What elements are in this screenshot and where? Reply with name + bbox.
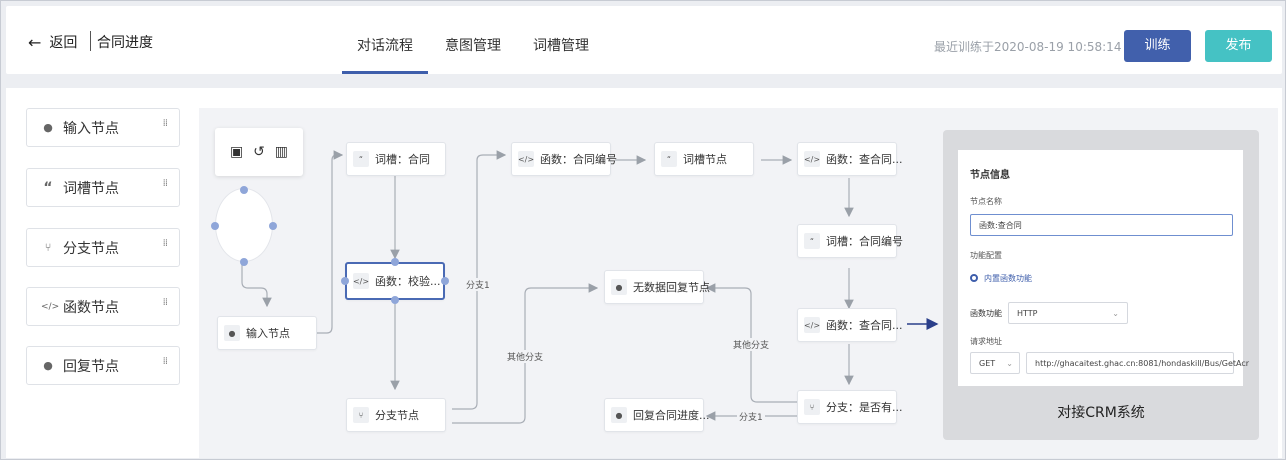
drag-handle-icon[interactable]: ⁞⁞ xyxy=(162,118,168,129)
tab-slot-management[interactable]: 词槽管理 xyxy=(533,38,589,54)
request-url-label: 请求地址 xyxy=(970,337,1002,346)
node-name-label: 节点名称 xyxy=(970,197,1002,206)
back-label: 返回 xyxy=(49,35,78,51)
chevron-down-icon: ⌄ xyxy=(1006,359,1013,368)
start-node[interactable] xyxy=(215,188,273,262)
palette-label: 回复节点 xyxy=(63,358,119,375)
connector-handle[interactable] xyxy=(240,258,248,266)
builtin-option-label: 内置函数功能 xyxy=(984,274,1032,283)
flow-node-func-query-1[interactable]: </> 函数：查合同... xyxy=(797,142,903,176)
undo-icon[interactable]: ↺ xyxy=(253,144,265,160)
builtin-radio[interactable] xyxy=(970,274,978,282)
chat-icon: ● xyxy=(611,407,627,423)
last-trained-text: 最近训练于2020-08-19 10:58:14 xyxy=(934,40,1122,54)
flow-node-reply-progress[interactable]: ● 回复合同进度... xyxy=(604,398,710,432)
request-url-input[interactable]: http://ghacaitest.ghac.cn:8081/hondaskil… xyxy=(1026,352,1249,374)
tab-dialog-flow[interactable]: 对话流程 xyxy=(342,6,428,74)
flow-node-input[interactable]: ● 输入节点 xyxy=(217,316,317,350)
header-divider xyxy=(90,31,91,51)
user-icon: ● xyxy=(43,121,53,134)
train-button[interactable]: 训练 xyxy=(1124,30,1191,62)
palette-input-node[interactable]: ● 输入节点 ⁞⁞ xyxy=(26,108,180,147)
chat-icon: ● xyxy=(611,279,627,295)
save-icon[interactable]: ▣ xyxy=(229,144,244,160)
quote-icon: “ xyxy=(804,233,820,249)
tab-bar: 对话流程 意图管理 词槽管理 xyxy=(342,6,606,74)
tab-intent-management[interactable]: 意图管理 xyxy=(445,38,501,54)
flow-node-branch[interactable]: ⑂ 分支节点 xyxy=(346,398,446,432)
branch-icon: ⑂ xyxy=(44,241,52,254)
connector-handle[interactable] xyxy=(341,277,349,285)
quote-icon: “ xyxy=(661,151,677,167)
flow-node-slot-contract-no[interactable]: “ 词槽：合同编号 xyxy=(797,224,903,258)
code-icon: </> xyxy=(518,151,534,167)
flow-node-func-verify[interactable]: </> 函数：校验... xyxy=(345,262,445,300)
edge-label: 其他分支 xyxy=(505,350,546,363)
edge-label: 分支1 xyxy=(464,278,492,291)
drag-handle-icon[interactable]: ⁞⁞ xyxy=(162,178,168,189)
code-icon: </> xyxy=(41,301,60,312)
drag-handle-icon[interactable]: ⁞⁞ xyxy=(162,238,168,249)
function-config-label: 功能配置 xyxy=(970,251,1002,260)
palette-function-node[interactable]: </> 函数节点 ⁞⁞ xyxy=(26,287,180,326)
method-select-value: GET xyxy=(979,359,996,368)
publish-button[interactable]: 发布 xyxy=(1205,30,1272,62)
crm-caption: 对接CRM系统 xyxy=(1057,405,1145,421)
chat-icon: ● xyxy=(43,359,53,372)
function-select[interactable]: HTTP ⌄ xyxy=(1008,302,1128,324)
method-select[interactable]: GET ⌄ xyxy=(970,352,1020,374)
connector-handle[interactable] xyxy=(240,186,248,194)
drag-handle-icon[interactable]: ⁞⁞ xyxy=(162,356,168,367)
code-icon: </> xyxy=(353,273,369,289)
node-info-form: 节点信息 节点名称 函数:查合同 功能配置 内置函数功能 函数功能 HTTP ⌄… xyxy=(958,150,1249,386)
flow-node-slot-contract[interactable]: “ 词槽：合同 xyxy=(346,142,446,176)
user-icon: ● xyxy=(224,325,240,341)
palette-slot-node[interactable]: “ 词槽节点 ⁞⁞ xyxy=(26,168,180,207)
chevron-down-icon: ⌄ xyxy=(1112,309,1119,318)
flow-node-branch-whether[interactable]: ⑂ 分支：是否有... xyxy=(797,390,903,424)
node-name-input[interactable]: 函数:查合同 xyxy=(970,214,1233,236)
header-bar: ← 返回 合同进度 对话流程 意图管理 词槽管理 最近训练于2020-08-19… xyxy=(6,6,1282,74)
page-title: 合同进度 xyxy=(97,35,153,51)
editor-area: ● 输入节点 ⁞⁞ “ 词槽节点 ⁞⁞ ⑂ 分支节点 ⁞⁞ </> 函数节点 ⁞… xyxy=(6,88,1282,458)
flow-node-slot[interactable]: “ 词槽节点 xyxy=(654,142,754,176)
branch-icon: ⑂ xyxy=(353,407,369,423)
palette-reply-node[interactable]: ● 回复节点 ⁞⁞ xyxy=(26,346,180,385)
canvas-toolbar: ▣ ↺ ▥ xyxy=(215,128,303,176)
arrow-left-icon: ← xyxy=(28,32,42,52)
edge-label: 分支1 xyxy=(737,410,765,423)
quote-icon: “ xyxy=(353,151,369,167)
palette-label: 词槽节点 xyxy=(63,180,119,197)
quote-icon: “ xyxy=(43,179,53,196)
connector-handle[interactable] xyxy=(211,222,219,230)
palette-branch-node[interactable]: ⑂ 分支节点 ⁞⁞ xyxy=(26,228,180,267)
flow-node-func-contract-no[interactable]: </> 函数：合同编号 xyxy=(511,142,617,176)
drag-handle-icon[interactable]: ⁞⁞ xyxy=(162,297,168,308)
crm-integration-panel: 节点信息 节点名称 函数:查合同 功能配置 内置函数功能 函数功能 HTTP ⌄… xyxy=(943,130,1259,440)
back-button[interactable]: ← 返回 xyxy=(28,32,77,52)
trash-icon[interactable]: ▥ xyxy=(274,144,288,160)
edge-label: 其他分支 xyxy=(731,338,772,351)
palette-label: 分支节点 xyxy=(63,240,119,257)
branch-icon: ⑂ xyxy=(804,399,820,415)
code-icon: </> xyxy=(804,317,820,333)
node-info-title: 节点信息 xyxy=(970,170,1010,181)
flow-node-no-data-reply[interactable]: ● 无数据回复节点 xyxy=(604,270,710,304)
flow-canvas[interactable]: ▣ ↺ ▥ ● 输入节点 “ 词槽：合同 </> 函数：校验... xyxy=(199,108,1278,458)
code-icon: </> xyxy=(804,151,820,167)
connector-handle[interactable] xyxy=(269,222,277,230)
function-select-value: HTTP xyxy=(1017,309,1038,318)
connector-handle[interactable] xyxy=(391,258,399,266)
function-label: 函数功能 xyxy=(970,309,1002,318)
connector-handle[interactable] xyxy=(441,277,449,285)
flow-node-func-query-2[interactable]: </> 函数：查合同... xyxy=(797,308,903,342)
palette-label: 函数节点 xyxy=(63,299,119,316)
connector-handle[interactable] xyxy=(391,296,399,304)
palette-label: 输入节点 xyxy=(63,120,119,137)
